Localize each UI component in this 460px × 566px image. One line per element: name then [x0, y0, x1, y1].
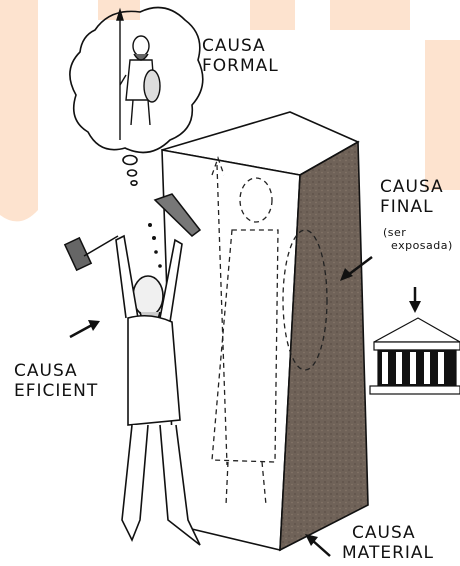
temple-illustration: [370, 318, 460, 394]
label-line: CAUSA: [342, 524, 434, 544]
label-line: FINAL: [380, 198, 444, 218]
label-line: MATERIAL: [342, 544, 434, 564]
label-line: exposada): [383, 240, 453, 253]
label-line: FORMAL: [202, 57, 279, 77]
warrior-figure-in-bubble: [117, 10, 160, 140]
label-line: EFICIENT: [14, 382, 98, 402]
label-causa-eficient: CAUSA EFICIENT: [14, 362, 98, 401]
arrow-down-to-temple: [409, 287, 421, 313]
chip-dots: [148, 223, 162, 268]
stone-block: [162, 112, 368, 550]
arrow-to-block-base: [305, 534, 330, 556]
arrow-to-sculptor: [70, 320, 100, 337]
label-causa-formal: CAUSA FORMAL: [202, 37, 279, 76]
label-line: CAUSA: [14, 362, 98, 382]
label-causa-material: CAUSA MATERIAL: [342, 524, 434, 563]
label-line: (ser: [383, 227, 453, 240]
label-causa-final: CAUSA FINAL: [380, 178, 444, 217]
label-line: CAUSA: [380, 178, 444, 198]
label-final-note: (ser exposada): [383, 227, 453, 252]
label-line: CAUSA: [202, 37, 279, 57]
